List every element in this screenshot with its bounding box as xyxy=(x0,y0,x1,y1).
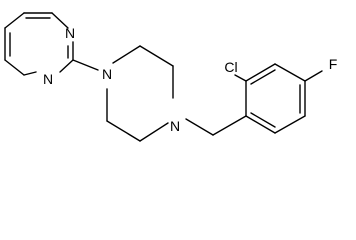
piperazine-n1-label: N xyxy=(102,66,112,82)
molecule-diagram: N N N N Cl F xyxy=(4,12,338,142)
bond xyxy=(274,115,306,134)
piperazine-n4-label: N xyxy=(170,118,180,134)
bond xyxy=(250,69,276,85)
chlorine-label: Cl xyxy=(224,59,237,75)
pyrimidine-ring xyxy=(4,12,74,76)
bond xyxy=(139,122,169,142)
bond xyxy=(185,118,214,136)
bond xyxy=(250,112,276,128)
bond xyxy=(72,59,99,71)
bond xyxy=(234,74,247,82)
bond xyxy=(51,12,69,29)
pyrimidine-n3-label: N xyxy=(43,71,53,87)
bond xyxy=(23,71,37,76)
bond xyxy=(4,59,25,76)
bond xyxy=(274,63,306,82)
bond xyxy=(139,45,174,67)
bond xyxy=(212,115,247,136)
bond xyxy=(4,12,25,29)
piperazine-ring xyxy=(106,45,174,142)
benzene-ring xyxy=(245,63,306,134)
bond xyxy=(245,63,276,82)
bond xyxy=(304,70,323,82)
fluorine-label: F xyxy=(329,56,338,72)
bond xyxy=(245,115,276,134)
structure-canvas: N N N N Cl F xyxy=(4,12,338,142)
bond xyxy=(106,120,141,142)
bond xyxy=(59,59,74,73)
bond xyxy=(112,45,141,64)
pyrimidine-n1-label: N xyxy=(65,25,75,41)
